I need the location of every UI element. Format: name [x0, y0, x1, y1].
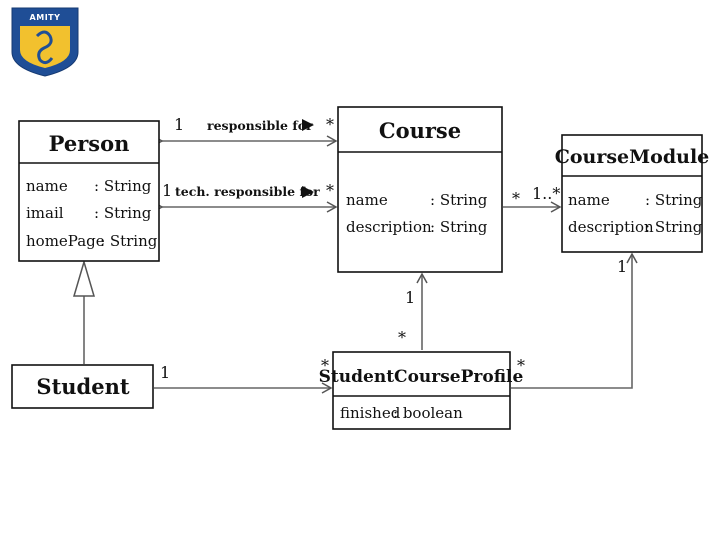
attr-type: : String [430, 218, 488, 236]
mult-profile-course-course: 1 [405, 288, 415, 307]
attr-type: : String [94, 177, 152, 195]
mult-responsible-course: * [326, 115, 334, 134]
class-student-course-profile: StudentCourseProfile finished : boolean [319, 351, 524, 430]
class-student: Student [11, 364, 154, 409]
emblem-icon [35, 30, 54, 65]
attr-name: finished [340, 404, 401, 422]
class-title: Person [49, 131, 130, 156]
class-course: Course name : String description : Strin… [337, 106, 503, 273]
class-person: Person name : String imail : String home… [18, 120, 160, 262]
mult-profile-module-profile: * [517, 356, 525, 375]
class-title: Student [36, 374, 129, 399]
attr-type: : String [430, 191, 488, 209]
logo-text: AMITY [30, 13, 61, 22]
attr-name: name [568, 191, 610, 209]
assoc-label-responsible-for: responsible for [207, 118, 313, 133]
class-course-module: CourseModule name : String description :… [555, 134, 710, 253]
profile-module-line [511, 252, 638, 389]
mult-course-module-module: 1..* [532, 184, 560, 203]
direction-triangle-icon [302, 186, 314, 198]
attr-type: : String [645, 191, 703, 209]
mult-tech-course: * [326, 181, 334, 200]
mult-profile-module-module: 1 [617, 257, 627, 276]
attr-type: : String [645, 218, 703, 236]
mult-course-module-course: * [512, 189, 520, 208]
class-title: StudentCourseProfile [319, 367, 524, 387]
mult-profile-course-profile: * [398, 328, 406, 347]
attr-type: : boolean [393, 404, 463, 422]
attr-type: : String [94, 204, 152, 222]
attr-name: name [346, 191, 388, 209]
mult-tech-person: 1 [162, 181, 172, 200]
association-labels: 1 responsible for * 1 tech. responsible … [160, 115, 627, 382]
attr-name: name [26, 177, 68, 195]
class-title: Course [379, 118, 461, 143]
mult-student-profile-profile: * [321, 356, 329, 375]
direction-triangle-icon [302, 119, 314, 131]
amity-logo: AMITY [11, 7, 79, 77]
generalization-triangle-icon [72, 259, 96, 297]
association-lines [72, 135, 638, 394]
attr-name: homePage [26, 232, 105, 250]
mult-student-profile-student: 1 [160, 363, 170, 382]
attr-name: description [346, 218, 432, 236]
attr-name: imail [26, 204, 64, 222]
attr-type: : String [100, 232, 158, 250]
assoc-label-tech-responsible-for: tech. responsible for [175, 184, 320, 199]
attr-name: description [568, 218, 654, 236]
class-title: CourseModule [555, 146, 710, 168]
mult-responsible-person: 1 [174, 115, 184, 134]
